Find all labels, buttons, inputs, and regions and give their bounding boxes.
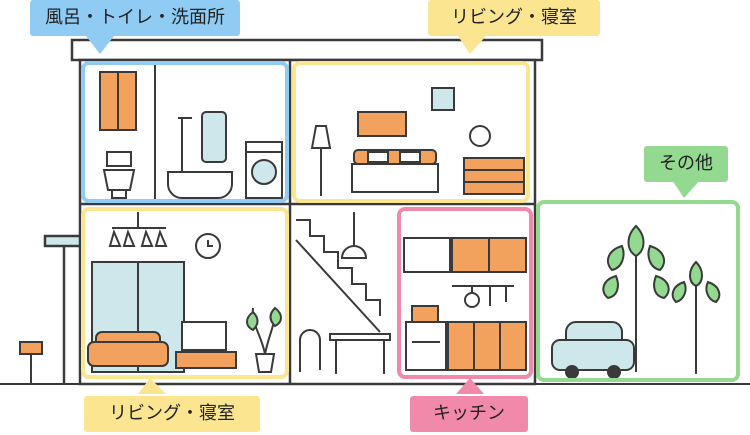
mailbox-icon [19, 341, 43, 355]
dresser-icon [463, 157, 525, 195]
tv-stand-icon [175, 351, 237, 369]
range-hood-icon [403, 237, 451, 273]
mirror-stand-icon [469, 125, 491, 147]
bed-icon [353, 149, 437, 165]
mirror-icon [201, 111, 227, 163]
kitchen-icons [403, 237, 527, 371]
living-upper-pointer [458, 36, 486, 54]
lower-cabinet-icon [447, 321, 527, 371]
chair-icon [299, 329, 321, 370]
living-lower-frame [81, 207, 289, 379]
ceiling-light-icon [108, 229, 122, 247]
tv-icon [181, 321, 227, 351]
living-upper-label: リビング・寝室 [428, 0, 600, 36]
pendant-light-icon [340, 245, 368, 259]
living-upper-frame [292, 61, 530, 203]
other-frame [536, 200, 740, 382]
bath-frame [81, 61, 289, 203]
floor-lamp-icon [310, 125, 332, 149]
picture-frame-icon [431, 87, 455, 111]
stairs-icon [296, 219, 381, 316]
upper-bedroom-icons [310, 87, 525, 196]
toilet-icon [106, 151, 132, 167]
other-pointer [672, 180, 700, 198]
bathtub-icon [167, 171, 233, 199]
stove-icon [405, 321, 447, 371]
kitchen-pointer [456, 378, 484, 394]
living-lower-label: リビング・寝室 [84, 396, 260, 432]
car-icon [565, 321, 623, 343]
table-icon [329, 333, 391, 341]
stairs-dining-icons [295, 212, 391, 374]
bath-label: 風呂・トイレ・洗面所 [30, 0, 240, 36]
kitchen-frame [397, 207, 533, 379]
kitchen-label: キッチン [410, 396, 528, 432]
lower-living-icons [87, 212, 282, 373]
plant-icon [254, 353, 276, 373]
bath-room-icons [99, 71, 283, 199]
outside-icons [19, 224, 721, 384]
living-lower-pointer [138, 378, 166, 394]
other-label: その他 [644, 146, 728, 182]
bath-pointer [86, 36, 114, 54]
ladle-icon [464, 292, 480, 308]
pot-icon [411, 305, 439, 323]
